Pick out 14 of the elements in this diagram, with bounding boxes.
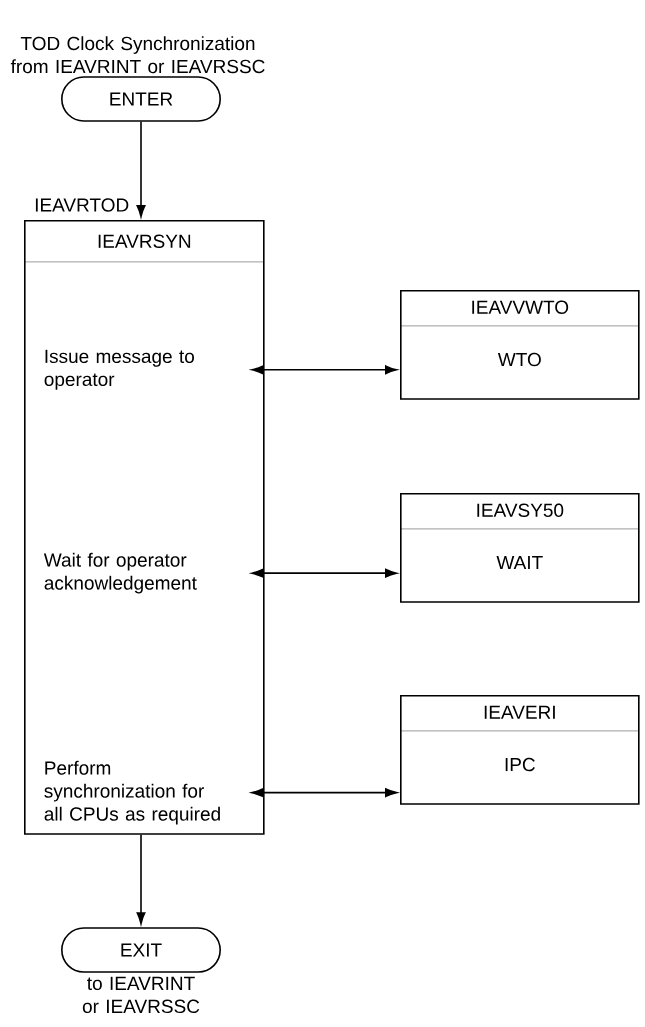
annotation-text: to IEAVRINT or IEAVRSSC bbox=[82, 976, 200, 1014]
step-text: Wait for operator acknowledgement bbox=[43, 552, 197, 594]
module-box: IEAVVWTO WTO bbox=[400, 290, 640, 400]
arrow bbox=[136, 121, 146, 218]
step-text: Perform synchronization for all CPUs as required bbox=[44, 760, 220, 825]
module-box: IEAVSY50 WAIT bbox=[400, 493, 640, 603]
arrow bbox=[251, 568, 398, 578]
step-text: Issue message to operator bbox=[44, 349, 194, 390]
arrow bbox=[251, 365, 398, 375]
module-box: IEAVERI IPC bbox=[400, 695, 640, 805]
arrow bbox=[251, 788, 398, 798]
arrow bbox=[136, 834, 146, 925]
annotation-text: IEAVRTOD bbox=[35, 198, 129, 212]
annotation-text: TOD Clock Synchronization from IEAVRINT or IEAVRSSC bbox=[10, 36, 265, 74]
